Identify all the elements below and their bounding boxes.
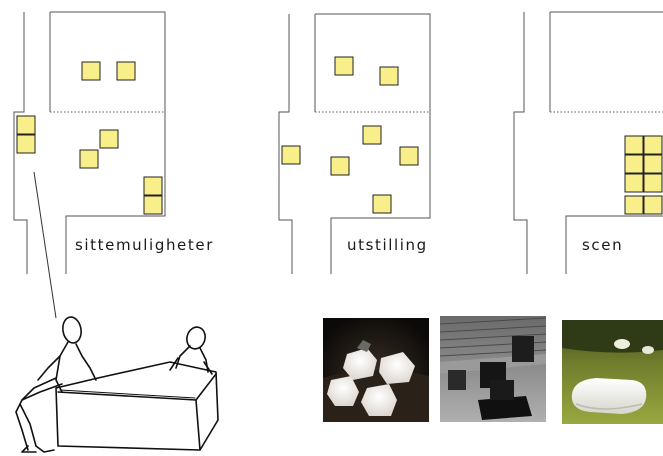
seating-cubes xyxy=(16,61,163,215)
cube xyxy=(624,135,644,155)
photo-white-cushion-lawn xyxy=(562,320,663,424)
photo-glowing-cubes-night xyxy=(323,318,429,422)
cube xyxy=(643,173,663,193)
label-seating: sittemuligheter xyxy=(75,236,214,254)
cube xyxy=(399,146,419,166)
cube xyxy=(372,194,392,214)
cube xyxy=(643,195,663,215)
photo-dark-cubes-grandstand xyxy=(440,316,546,422)
cube xyxy=(643,135,663,155)
cube xyxy=(643,154,663,174)
sketch-people-sitting-on-block xyxy=(15,316,219,453)
cube xyxy=(379,66,399,86)
cube xyxy=(624,195,644,215)
stage-cubes xyxy=(624,135,663,215)
cube xyxy=(362,125,382,145)
cube xyxy=(334,56,354,76)
cube xyxy=(624,154,644,174)
label-stage: scen xyxy=(582,236,624,254)
cube xyxy=(16,115,36,135)
label-exhibition: utstilling xyxy=(347,236,428,254)
cube xyxy=(99,129,119,149)
cube xyxy=(624,173,644,193)
cube xyxy=(79,149,99,169)
cube xyxy=(81,61,101,81)
plan-outline-seating xyxy=(13,11,166,274)
cube xyxy=(116,61,136,81)
leader-line xyxy=(33,171,57,319)
exhibition-cubes xyxy=(281,56,419,214)
plan-outline-exhibition xyxy=(278,13,431,274)
cube xyxy=(143,176,163,196)
cube xyxy=(330,156,350,176)
cube xyxy=(143,195,163,215)
cube xyxy=(281,145,301,165)
plan-outline-stage xyxy=(513,11,663,274)
cube xyxy=(16,134,36,154)
